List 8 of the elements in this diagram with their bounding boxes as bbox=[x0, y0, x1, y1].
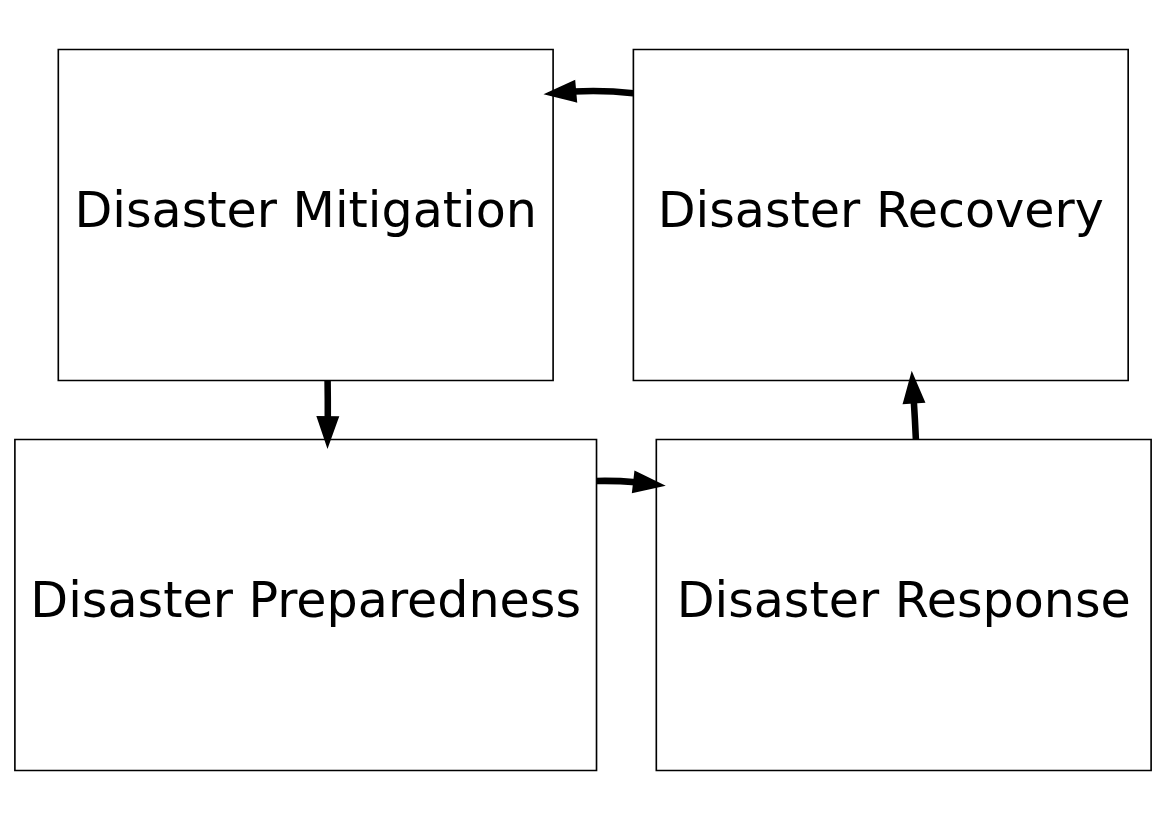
arrow bbox=[316, 380, 340, 449]
arrow bbox=[596, 470, 666, 494]
node-box: Disaster Mitigation bbox=[57, 48, 554, 382]
node-box: Disaster Preparedness bbox=[14, 438, 598, 772]
node-box: Disaster Response bbox=[655, 438, 1152, 772]
node-box: Disaster Recovery bbox=[632, 48, 1129, 382]
arrow bbox=[902, 370, 926, 440]
arrow bbox=[543, 79, 634, 103]
